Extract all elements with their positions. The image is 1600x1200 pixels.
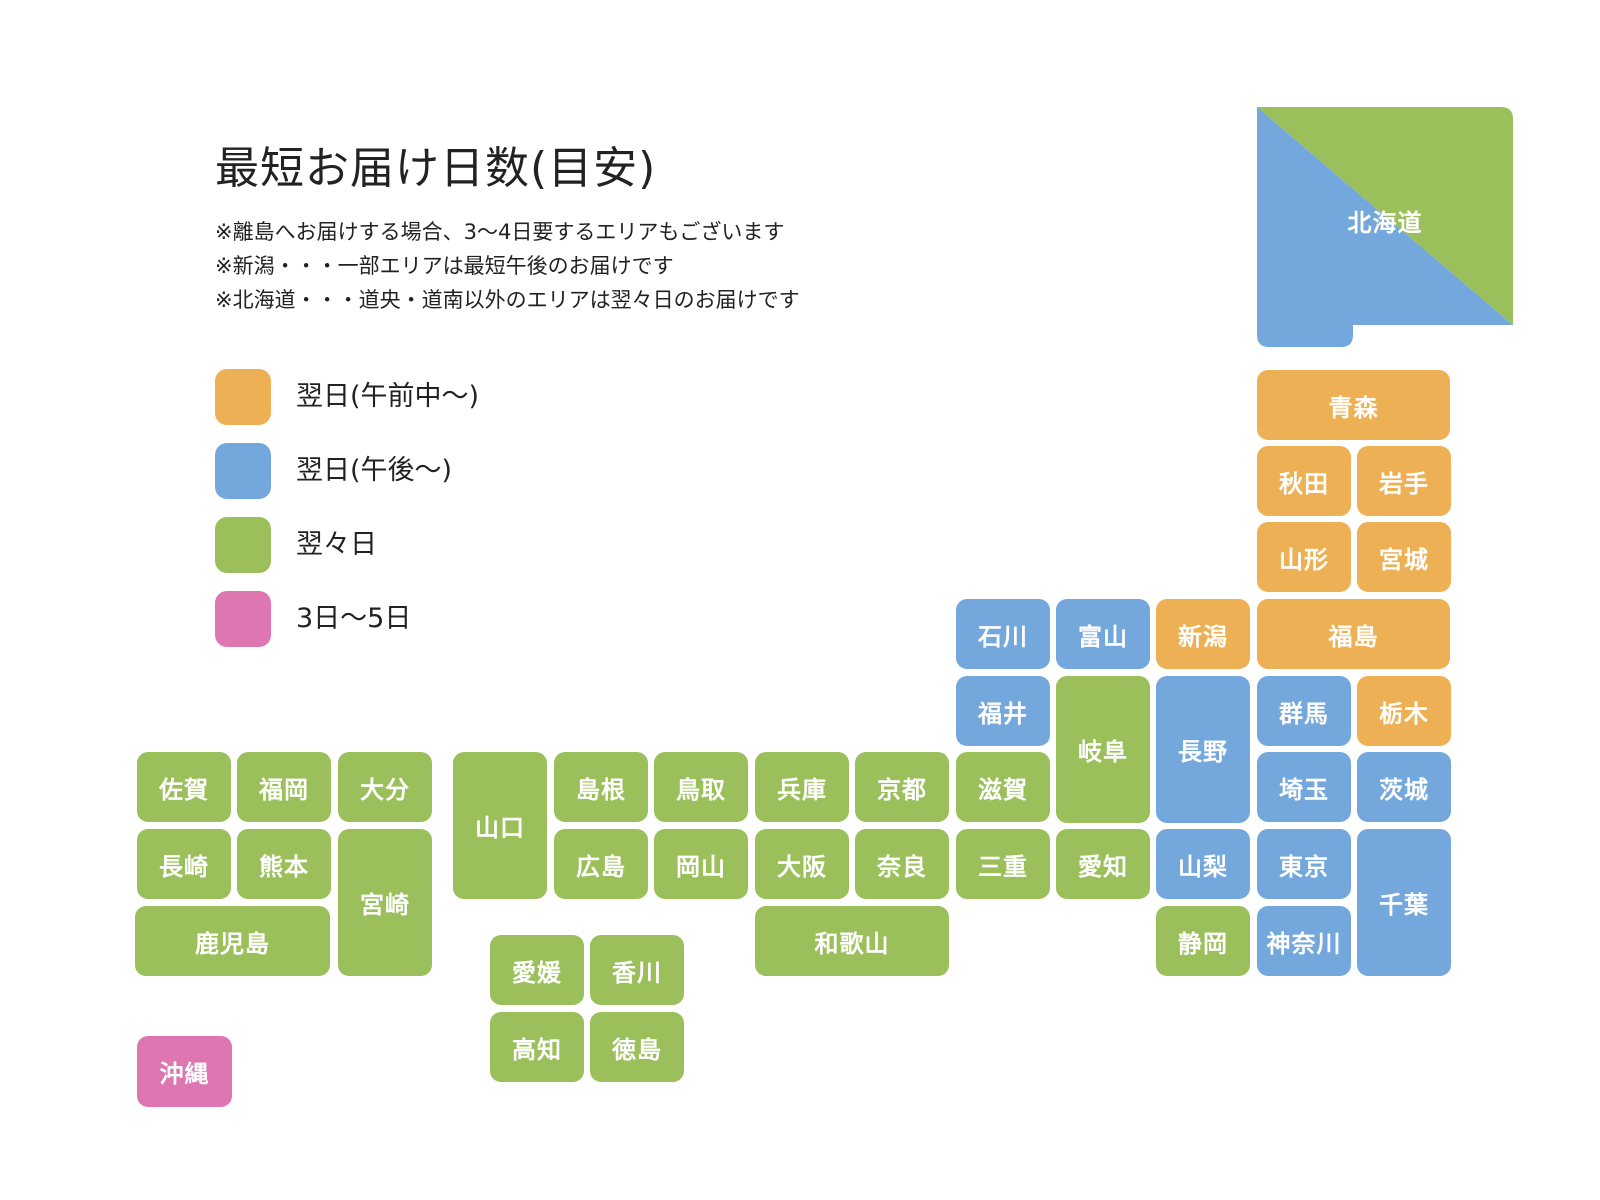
page-title: 最短お届け日数(目安) (215, 143, 657, 194)
tile-nagano: 長野 (1156, 676, 1250, 823)
tile-fukui: 福井 (956, 676, 1050, 746)
note-niigata: ※新潟・・・一部エリアは最短午後のお届けです (215, 254, 674, 278)
legend-swatch-pink (215, 591, 271, 647)
tile-okinawa: 沖縄 (137, 1036, 232, 1107)
tile-kochi: 高知 (490, 1012, 584, 1082)
tile-ishikawa: 石川 (956, 599, 1050, 669)
tile-gunma: 群馬 (1257, 676, 1351, 746)
tile-kyoto: 京都 (855, 752, 949, 822)
legend-swatch-green (215, 517, 271, 573)
tile-akita: 秋田 (1257, 446, 1351, 516)
tile-tochigi: 栃木 (1357, 676, 1451, 746)
tile-saitama: 埼玉 (1257, 752, 1351, 822)
tile-ehime: 愛媛 (490, 935, 584, 1005)
tile-aomori: 青森 (1257, 370, 1450, 440)
tile-okayama: 岡山 (654, 829, 748, 899)
tile-toyama: 富山 (1056, 599, 1150, 669)
tile-kagoshima: 鹿児島 (135, 906, 330, 976)
tile-niigata: 新潟 (1156, 599, 1250, 669)
tile-nara: 奈良 (855, 829, 949, 899)
tile-hiroshima: 広島 (554, 829, 648, 899)
tile-osaka: 大阪 (755, 829, 849, 899)
tile-hyogo: 兵庫 (755, 752, 849, 822)
tile-yamaguchi: 山口 (453, 752, 547, 899)
tile-shiga: 滋賀 (956, 752, 1050, 822)
tile-iwate: 岩手 (1357, 446, 1451, 516)
hokkaido-split-shape (1257, 107, 1513, 347)
tile-kumamoto: 熊本 (237, 829, 331, 899)
tile-yamanashi: 山梨 (1156, 829, 1250, 899)
tile-miyagi: 宮城 (1357, 522, 1451, 592)
tile-fukuoka: 福岡 (237, 752, 331, 822)
legend-swatch-orange (215, 369, 271, 425)
tile-gifu: 岐阜 (1056, 676, 1150, 823)
legend-swatch-blue (215, 443, 271, 499)
legend-label-next-day-morning: 翌日(午前中〜) (296, 381, 480, 412)
tile-kanagawa: 神奈川 (1257, 906, 1351, 976)
tile-kagawa: 香川 (590, 935, 684, 1005)
tile-tottori: 鳥取 (654, 752, 748, 822)
tile-nagasaki: 長崎 (137, 829, 231, 899)
note-hokkaido: ※北海道・・・道央・道南以外のエリアは翌々日のお届けです (215, 288, 800, 312)
legend-label-three-to-five-days: 3日〜5日 (296, 603, 412, 634)
tile-tokushima: 徳島 (590, 1012, 684, 1082)
tile-ibaraki: 茨城 (1357, 752, 1451, 822)
tile-saga: 佐賀 (137, 752, 231, 822)
tile-label-hokkaido: 北海道 (1347, 208, 1423, 237)
tile-tokyo: 東京 (1257, 829, 1351, 899)
tile-oita: 大分 (338, 752, 432, 822)
tile-aichi: 愛知 (1056, 829, 1150, 899)
tile-shizuoka: 静岡 (1156, 906, 1250, 976)
tile-mie: 三重 (956, 829, 1050, 899)
legend-label-next-day-afternoon: 翌日(午後〜) (296, 455, 453, 486)
tile-shimane: 島根 (554, 752, 648, 822)
note-remote-islands: ※離島へお届けする場合、3〜4日要するエリアもございます (215, 220, 785, 244)
tile-hokkaido: 北海道 (1257, 107, 1513, 347)
tile-wakayama: 和歌山 (755, 906, 949, 976)
legend-label-two-days: 翌々日 (296, 529, 377, 560)
tile-fukushima: 福島 (1257, 599, 1450, 669)
tile-yamagata: 山形 (1257, 522, 1351, 592)
tile-chiba: 千葉 (1357, 829, 1451, 976)
tile-miyazaki: 宮崎 (338, 829, 432, 976)
